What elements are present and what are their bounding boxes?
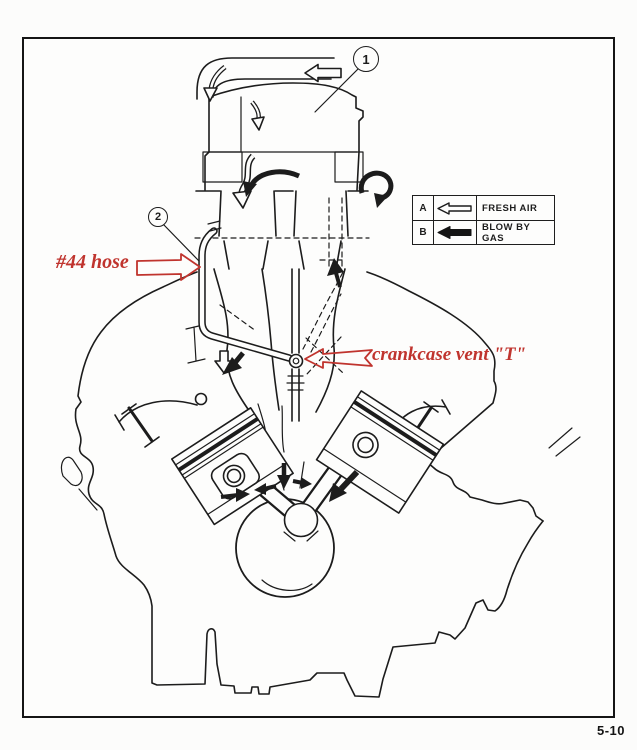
legend-key-b: B — [413, 221, 434, 244]
legend-key-a: A — [413, 196, 434, 220]
callout-balloon-1: 1 — [353, 46, 379, 72]
legend-label-fresh-air: FRESH AIR — [482, 202, 538, 214]
fresh-air-arrow-icon — [434, 196, 477, 220]
legend-row-fresh-air: A FRESH AIR — [413, 196, 554, 220]
hose-callout-label: #44 hose — [56, 251, 129, 273]
flow-legend: A FRESH AIR B BLOW BY GAS — [412, 195, 555, 245]
blow-by-arrow-icon — [434, 221, 477, 244]
page-number: 5-10 — [597, 723, 626, 738]
vent-t-callout-label: crankcase vent "T" — [372, 344, 527, 365]
legend-label-blow-by: BLOW BY GAS — [482, 221, 531, 244]
figure-border — [22, 37, 615, 718]
callout-balloon-2: 2 — [148, 207, 168, 227]
legend-row-blow-by: B BLOW BY GAS — [413, 220, 554, 244]
